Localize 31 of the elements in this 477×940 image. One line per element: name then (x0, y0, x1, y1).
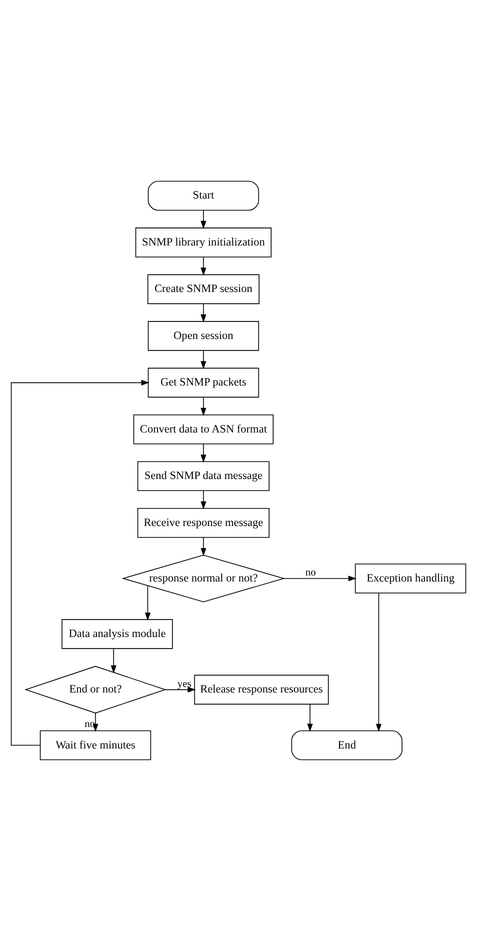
node-box: Send SNMP data message (137, 460, 270, 491)
node-box: Data analysis module (62, 618, 173, 648)
arrow (200, 256, 206, 276)
arrow (10, 379, 150, 746)
arrow (110, 648, 116, 673)
node-box: Get SNMP packets (148, 367, 260, 398)
arrow (144, 584, 151, 620)
arrow (200, 396, 206, 416)
arrow (283, 575, 356, 581)
arrow (200, 443, 206, 462)
node-box: Exception handling (354, 563, 466, 593)
arrow (200, 536, 206, 556)
arrow (200, 350, 206, 369)
arrow (200, 209, 206, 228)
node-diamond: response normal or not? (122, 554, 286, 602)
node-box: Release response resources (194, 674, 329, 704)
edge-label: yes (177, 678, 192, 690)
node-box: Receive response message (137, 507, 270, 538)
node-box: Create SNMP session (147, 274, 260, 304)
node-box: SNMP library initialization (135, 227, 272, 257)
arrow (376, 592, 382, 732)
node-box: Open session (148, 320, 260, 350)
node-box: Convert data to ASN format (133, 414, 274, 444)
node-box: Start (148, 180, 260, 210)
node-box: End (291, 730, 402, 760)
arrow (307, 703, 313, 732)
arrow (164, 686, 196, 692)
arrow (200, 302, 206, 322)
edge-label: no (305, 567, 316, 578)
node-box: Wait five minutes (40, 730, 152, 760)
arrow (200, 490, 206, 509)
